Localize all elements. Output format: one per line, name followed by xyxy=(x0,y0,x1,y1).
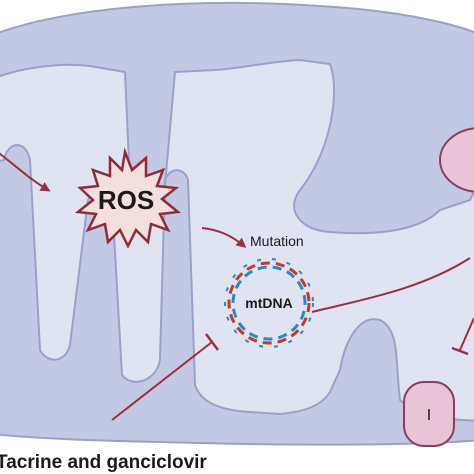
ros-label: ROS xyxy=(98,185,154,215)
dna-helix-ring-outer xyxy=(224,258,314,348)
inhibition-right xyxy=(459,317,474,351)
dna-helix-ring-icon xyxy=(227,261,311,345)
complex-i: I xyxy=(403,381,455,447)
drug-label: Tacrine and ganciclovir xyxy=(0,452,207,473)
complex-label: I xyxy=(427,407,431,424)
arrow-mtdna-to-vesicle xyxy=(311,257,471,313)
inhibition-bar xyxy=(205,333,219,351)
dna-helix-ring-inner xyxy=(231,265,307,341)
arrow-ros-to-mutation xyxy=(201,227,247,248)
arrow-to-ros xyxy=(0,152,51,192)
membrane-vesicle xyxy=(439,127,474,193)
mtdna-ring: mtDNA xyxy=(224,258,314,348)
starburst-icon xyxy=(74,147,182,249)
mtdna-label: mtDNA xyxy=(245,295,292,311)
mutation-label: Mutation xyxy=(250,233,304,249)
ros-burst: ROS xyxy=(74,147,182,249)
inhibition-right-bar xyxy=(451,346,469,356)
inhibition-drug-to-mtdna xyxy=(111,341,213,421)
membrane-complex-icon xyxy=(403,381,455,447)
